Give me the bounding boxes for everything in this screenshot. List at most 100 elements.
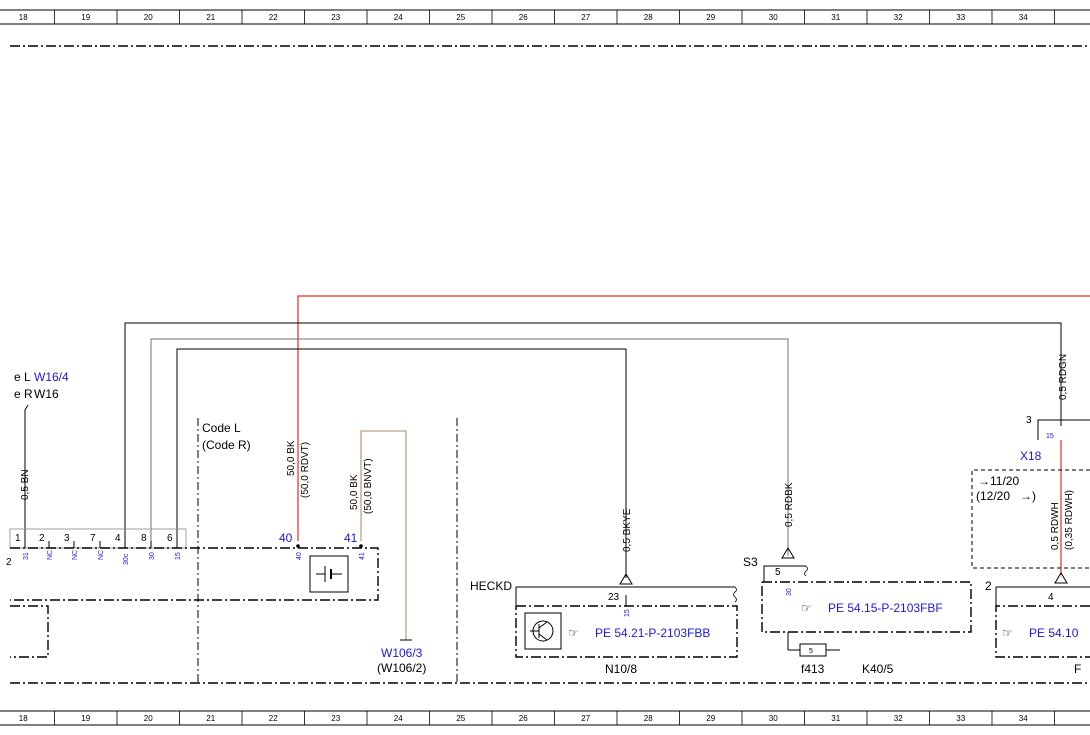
connector-outline [9, 528, 187, 549]
k40-5-label: K40/5 [862, 662, 894, 676]
top-ruler-col-20: 20 [144, 13, 153, 22]
top-ruler-col-33: 33 [956, 13, 965, 22]
x18-wire-b: (0,35 RDWH) [1064, 490, 1075, 550]
battery-pin41: 41 [344, 531, 358, 545]
heckd-wire-label: 0,5 BKYE [622, 508, 633, 552]
connector-pin-7: 7 [90, 533, 96, 544]
w16-4-ref[interactable]: W16/4 [34, 370, 69, 384]
w16-wire-label: 0,5 BN [20, 469, 31, 500]
battery-pin40: 40 [279, 531, 293, 545]
bottom-ruler-col-27: 27 [581, 714, 590, 723]
heckd-ref-link[interactable]: PE 54.21-P-2103FBB [595, 626, 710, 640]
top-ruler-col-34: 34 [1019, 13, 1028, 22]
bottom-ruler-col-32: 32 [894, 714, 903, 723]
bottom-ruler-col-24: 24 [394, 714, 403, 723]
bottom-ruler-col-34: 34 [1019, 714, 1028, 723]
heckd-pin-bottom: 15 [624, 609, 631, 617]
x18-arrow-icon: → [978, 474, 990, 488]
x18-pin: 3 [1026, 415, 1032, 426]
wire-grey-pin8 [150, 338, 789, 556]
top-ruler-col-24: 24 [394, 13, 403, 22]
heckd-pointer-icon: ☞ [568, 626, 579, 640]
bottom-ruler-col-33: 33 [956, 714, 965, 723]
bottom-ruler-col-20: 20 [144, 714, 153, 723]
bottom-ruler-col-28: 28 [644, 714, 653, 723]
fuse-label: f413 [801, 662, 825, 676]
ground-ref-alt: (W106/2) [377, 661, 426, 675]
pin41-dot [359, 544, 363, 548]
wire-w16 [24, 404, 29, 541]
s3-arrow-icon [781, 547, 795, 559]
bottom-ruler-col-19: 19 [81, 714, 90, 723]
s3-ref-link[interactable]: PE 54.15-P-2103FBF [828, 601, 943, 615]
n10-8-box [515, 605, 738, 658]
k40-5-box [761, 581, 972, 633]
n10-8-label: N10/8 [605, 662, 637, 676]
bottom-ruler-col-23: 23 [331, 714, 340, 723]
x18-ref-link[interactable]: X18 [1020, 449, 1042, 463]
code-l-note: Code L [202, 421, 241, 435]
x18-pin-inner: 4 [1048, 592, 1054, 603]
connector-pin-label-NC: NC [47, 550, 54, 560]
ground-ref-link[interactable]: W106/3 [381, 646, 423, 660]
battery-wire2-a: 50,0 BK [349, 474, 360, 510]
w16-code-r: e R [14, 387, 33, 401]
top-ruler-col-22: 22 [269, 13, 278, 22]
w16-code-l: e L [14, 370, 31, 384]
connector-pin-label-NC: NC [98, 550, 105, 560]
s3-label: S3 [743, 555, 758, 569]
x18-pin-small: 15 [1046, 433, 1054, 440]
x18-box-line1: 11/20 [990, 474, 1019, 488]
top-ruler-col-31: 31 [831, 13, 840, 22]
top-ruler-col-18: 18 [19, 13, 28, 22]
s3-pointer-icon: ☞ [801, 601, 812, 615]
left-box-outline [10, 547, 379, 601]
top-ruler-col-27: 27 [581, 13, 590, 22]
top-ruler-col-21: 21 [206, 13, 215, 22]
connector-edge-pin: 2 [6, 557, 12, 568]
top-ruler-col-23: 23 [331, 13, 340, 22]
connector-pin-label-30c: 30c [123, 553, 130, 565]
connector-pin-4: 4 [115, 533, 121, 544]
pin40-dot [296, 544, 300, 548]
heckd-pin-top: 23 [608, 592, 620, 603]
x18-dash-box [971, 469, 1090, 569]
top-ruler-col-19: 19 [81, 13, 90, 22]
connector-pin-2: 2 [39, 533, 45, 544]
wire-brown-pin41 [360, 430, 407, 640]
connector-pin-3: 3 [64, 533, 70, 544]
heckd-label: HECKD [470, 579, 512, 593]
connector-pin-label-31: 31 [23, 552, 30, 560]
battery-wire2-b: (50,0 BNVT) [363, 458, 374, 514]
pin40-small: 40 [296, 552, 303, 560]
connector-pin-6: 6 [167, 533, 173, 544]
connector-pin-label-30: 30 [149, 552, 156, 560]
pin41-small: 41 [359, 552, 366, 560]
top-ruler-col-28: 28 [644, 13, 653, 22]
bottom-ruler-col-30: 30 [769, 714, 778, 723]
top-ruler-col-30: 30 [769, 13, 778, 22]
w16-ref: W16 [34, 387, 59, 401]
code-r-note: (Code R) [202, 438, 251, 452]
x18-ref-partial[interactable]: PE 54.10 [1029, 626, 1079, 640]
connector-pin-label-NC: NC [72, 550, 79, 560]
wire-red-top [297, 295, 1090, 541]
bottom-ruler-col-22: 22 [269, 714, 278, 723]
bottom-ruler-col-25: 25 [456, 714, 465, 723]
top-ruler-col-26: 26 [519, 13, 528, 22]
left-lower-box [10, 605, 49, 658]
fuse-f413 [799, 643, 827, 657]
x18-connector [1037, 419, 1090, 440]
s3-pin-bottom: 30 [786, 588, 793, 596]
x18-pointer-icon: ☞ [1002, 626, 1013, 640]
x18-wire-top: 0,5 RDGN [1058, 354, 1069, 400]
x18-frame [995, 586, 1090, 606]
x18-wire-a: 0,5 RDWH [1050, 502, 1061, 550]
connector-pin-8: 8 [141, 533, 147, 544]
connector-pin-1: 1 [15, 533, 21, 544]
battery-wire1-a: 50,0 BK [286, 440, 297, 476]
